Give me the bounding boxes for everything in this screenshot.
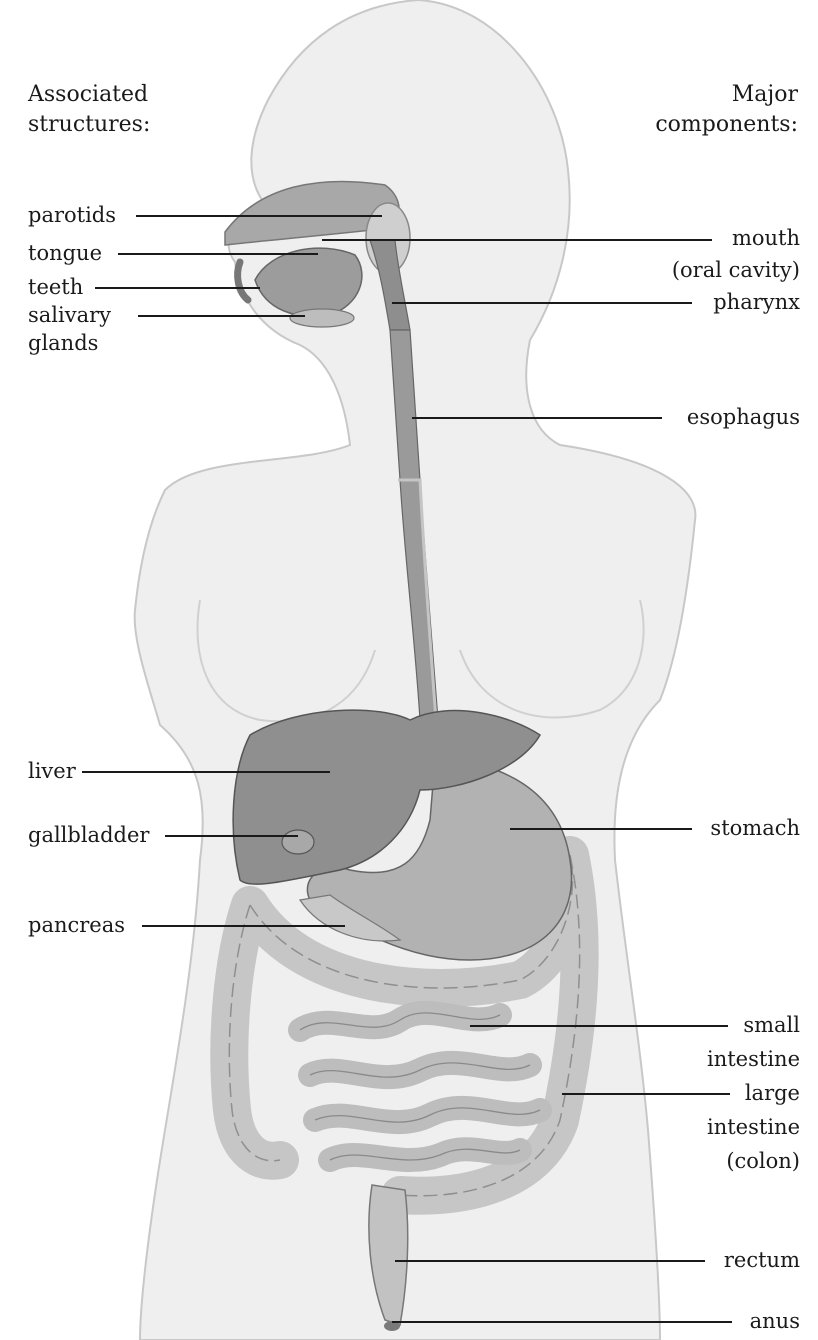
label-teeth: teeth: [28, 274, 83, 301]
label-stomach: stomach: [710, 815, 800, 842]
label-liver: liver: [28, 758, 76, 785]
label-pharynx: pharynx: [713, 289, 800, 316]
heading-major-line1: Major: [732, 80, 798, 110]
label-glands: glands: [28, 330, 98, 357]
label-colon: (colon): [726, 1148, 800, 1175]
label-large: large: [745, 1080, 800, 1107]
gallbladder: [282, 830, 314, 854]
heading-major-line2: components:: [655, 110, 798, 140]
label-salivary: salivary: [28, 302, 111, 329]
label-rectum: rectum: [724, 1247, 800, 1274]
label-mouth: mouth: [732, 225, 800, 252]
heading-associated-line1: Associated: [28, 80, 148, 110]
label-pancreas: pancreas: [28, 912, 125, 939]
body-silhouette: [135, 0, 696, 1340]
heading-associated-line2: structures:: [28, 110, 150, 140]
label-oral-cavity: (oral cavity): [672, 257, 800, 284]
label-small: small: [743, 1012, 800, 1039]
label-tongue: tongue: [28, 240, 102, 267]
salivary-glands: [290, 309, 354, 327]
label-large-intestine: intestine: [707, 1114, 800, 1141]
label-parotids: parotids: [28, 202, 116, 229]
label-small-intestine: intestine: [707, 1046, 800, 1073]
label-gallbladder: gallbladder: [28, 822, 149, 849]
label-anus: anus: [750, 1308, 800, 1335]
label-esophagus: esophagus: [687, 404, 800, 431]
